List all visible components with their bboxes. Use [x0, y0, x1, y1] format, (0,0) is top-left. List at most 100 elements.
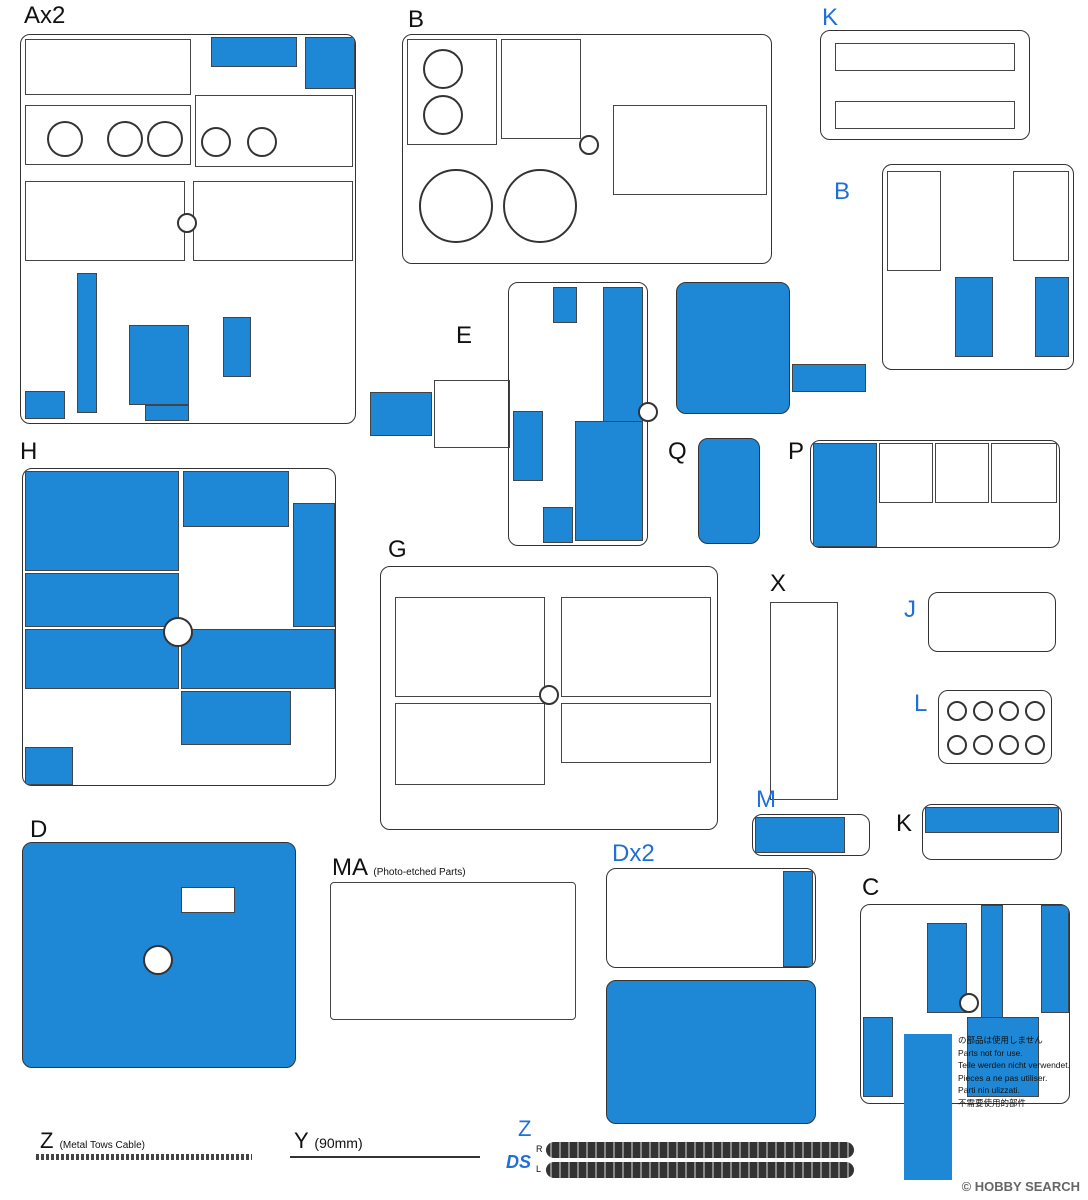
sprue-h-unused — [181, 691, 291, 745]
sprue-b2-cell — [887, 171, 941, 271]
sprue-m — [752, 814, 870, 856]
sprue-label-dx2: Dx2 — [612, 840, 655, 867]
sprue-ax2-unused — [211, 37, 297, 67]
sprue-h-unused — [183, 471, 289, 527]
wheel-icon — [947, 701, 967, 721]
sprue-d-cell — [181, 887, 235, 913]
sprue-ax2-unused — [223, 317, 251, 377]
sprue-label-g: G — [388, 536, 407, 563]
sprue-ax2 — [20, 34, 356, 424]
wheel-icon — [47, 121, 83, 157]
wheel-icon — [247, 127, 277, 157]
sprue-p — [810, 440, 1060, 548]
sprue-g-cell — [561, 597, 711, 697]
sprue-k2-unused — [925, 807, 1059, 833]
sprue-m-unused — [755, 817, 845, 853]
sprue-label-q: Q — [668, 438, 687, 465]
sprue-ax2-unused — [145, 405, 189, 421]
sprue-ax2-unused — [25, 391, 65, 419]
y-label-sub: (90mm) — [314, 1135, 363, 1151]
legend-line: Pieces a ne pas utiliser. — [958, 1072, 1048, 1083]
sprue-label-p: P — [788, 438, 805, 465]
wheel-icon — [147, 121, 183, 157]
sprue-c-unused — [1041, 905, 1069, 1013]
legend-line: Teile werden nicht verwendet. — [958, 1060, 1070, 1070]
sprue-b-cell — [407, 39, 497, 145]
wheel-icon — [423, 95, 463, 135]
sprue-b2 — [882, 164, 1074, 370]
sprue-ax2-cell — [193, 181, 353, 261]
watermark: © HOBBY SEARCH — [961, 1179, 1080, 1194]
wheel-icon — [201, 127, 231, 157]
sprue-k2 — [922, 804, 1062, 860]
wheel-icon — [423, 49, 463, 89]
wheel-icon — [1025, 735, 1045, 755]
wheel-icon — [973, 735, 993, 755]
sprue-c — [860, 904, 1070, 1104]
sprue-gate — [539, 685, 559, 705]
sprue-label-j: J — [904, 596, 916, 623]
sprue-h-unused — [25, 629, 179, 689]
z-track-label: Z — [518, 1116, 532, 1141]
sprue-h-unused — [25, 471, 179, 571]
legend-line: の部品は使用しません — [958, 1035, 1043, 1045]
sprue-b-cell — [501, 39, 581, 139]
sprue-k-cell — [835, 101, 1015, 129]
track-left — [546, 1162, 854, 1178]
sprue-h-unused — [181, 629, 335, 689]
sprue-label-k: K — [822, 4, 839, 31]
sprue-label-m: M — [756, 786, 776, 813]
sprue-b-cell — [613, 105, 767, 195]
sprue-dx2-top — [606, 868, 816, 968]
track-r-label: R — [536, 1144, 543, 1154]
sprue-label-ma-sub: (Photo-etched Parts) — [373, 867, 466, 878]
sprue-e-frame — [434, 380, 510, 448]
sprue-h-unused — [25, 747, 73, 785]
sprue-g-cell — [561, 703, 711, 763]
sprue-b — [402, 34, 772, 264]
turret-ring-icon — [503, 169, 577, 243]
sprue-h-unused — [25, 573, 179, 627]
unused-parts-swatch — [904, 1034, 952, 1180]
sprue-label-x: X — [770, 570, 787, 597]
sprue-c-unused — [967, 1017, 1039, 1097]
sprue-e-unused — [553, 287, 577, 323]
sprue-gate — [579, 135, 599, 155]
sprue-gate — [959, 993, 979, 1013]
z-cable-label-sub: (Metal Tows Cable) — [59, 1140, 145, 1151]
sprue-e — [508, 282, 648, 546]
sprue-label-ax2: Ax2 — [24, 2, 66, 29]
sprue-ax2-cell — [25, 105, 191, 165]
sprue-dx2-unused — [783, 871, 813, 967]
wheel-icon — [1025, 701, 1045, 721]
track-l-label: L — [536, 1164, 542, 1174]
sprue-ax2-unused — [77, 273, 97, 413]
sprue-x-frame — [770, 602, 838, 800]
sprue-ax2-unused — [129, 325, 189, 405]
sprue-g-cell — [395, 597, 545, 697]
sprue-label-e: E — [456, 322, 473, 349]
sprue-ax2-unused — [305, 37, 355, 89]
sprue-p-cell — [879, 443, 933, 503]
metal-tow-cable — [36, 1154, 252, 1160]
wheel-icon — [999, 701, 1019, 721]
sprue-g — [380, 566, 718, 830]
sprue-q-unused — [698, 438, 760, 544]
sprue-gate — [177, 213, 197, 233]
sprue-b2-unused — [955, 277, 993, 357]
sprue-j — [928, 592, 1056, 652]
sprue-label-k2: K — [896, 810, 913, 837]
sprue-e-arm-unused — [792, 364, 866, 392]
sprue-e-side-unused — [676, 282, 790, 414]
sprue-c-unused — [863, 1017, 893, 1097]
z-cable-label: Z (Metal Tows Cable) — [40, 1128, 145, 1154]
legend-line: Parti nin ulizzati. — [958, 1085, 1020, 1095]
sprue-e-unused — [603, 287, 643, 427]
sprue-k-cell — [835, 43, 1015, 71]
sprue-dx2-bottom-unused — [606, 980, 816, 1124]
sprue-e-unused — [513, 411, 543, 481]
sprue-ax2-cell — [195, 95, 353, 167]
sprue-ax2-cell — [25, 181, 185, 261]
sprue-l — [938, 690, 1052, 764]
sprue-b2-cell — [1013, 171, 1069, 261]
